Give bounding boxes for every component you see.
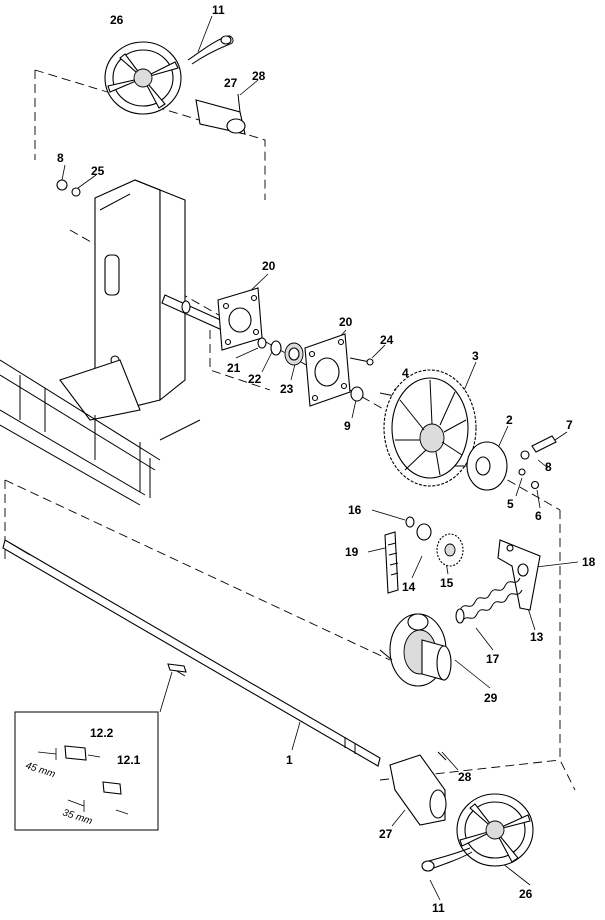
callout-27-bottom: 27 [379,827,393,841]
dimension-45mm: 45 mm [24,760,56,780]
star-bracket-top [104,41,182,115]
key-12-2 [64,745,87,761]
callout-20-a: 20 [262,259,276,273]
large-sprocket [383,369,477,487]
callout-27-top: 27 [224,76,238,90]
inset-frame [14,711,159,831]
washer-16 [405,516,415,528]
spring-pin-bottom [421,847,473,872]
callout-20-b: 20 [339,315,353,329]
washer-9 [350,386,364,402]
callout-8-left: 8 [57,151,64,165]
tube-top [195,93,246,135]
drive-shaft-1 [2,539,381,767]
callout-14: 14 [402,580,416,594]
callout-4: 4 [402,366,409,380]
callout-11-bottom: 11 [432,901,445,915]
hub-flange [455,441,508,491]
callout-24: 24 [380,333,394,347]
callout-5: 5 [507,497,514,511]
callout-9: 9 [344,419,351,433]
callout-16: 16 [348,503,362,517]
callout-29: 29 [484,691,498,705]
spring-pin-top [187,35,234,65]
callout-15: 15 [440,576,454,590]
callout-numbers: 26 11 27 28 8 25 20 20 24 21 22 23 3 4 9… [57,3,596,915]
circlip-18 [517,563,529,577]
callout-17: 17 [486,652,500,666]
callout-28-bottom: 28 [458,770,472,784]
idler-sprocket-15 [436,533,464,567]
key-12-1 [102,781,122,795]
callout-19: 19 [345,545,359,559]
callout-26-top: 26 [110,13,124,27]
washer-14 [416,523,432,541]
side-plate [59,179,186,421]
callout-26-bottom: 26 [519,887,533,901]
key-inset: 12.2 12.1 45 mm 35 mm [14,711,159,831]
drive-unit-29 [379,613,452,687]
callout-21: 21 [227,361,241,375]
washer-nut-left [56,179,81,197]
callout-3: 3 [472,349,479,363]
chain-guide-19 [384,531,399,594]
bearing-plate-2 [304,333,351,407]
callout-12-2: 12.2 [90,726,114,740]
bolt-7 [531,435,557,453]
spring-17 [455,577,523,624]
callout-7: 7 [566,418,573,432]
dimension-35mm: 35 mm [61,807,93,827]
callout-25: 25 [91,164,105,178]
callout-12-1: 12.1 [117,753,141,767]
star-bracket-bottom [456,793,534,867]
callout-6: 6 [535,509,542,523]
bolt-24 [349,357,374,366]
nuts-right [518,450,540,490]
tension-arm-13 [497,539,541,611]
leader-lines [61,15,579,901]
tube-bottom [389,751,447,826]
callout-28-top: 28 [252,69,266,83]
callout-23: 23 [280,382,294,396]
callout-18: 18 [582,555,596,569]
callout-11-top: 11 [212,3,225,17]
callout-1: 1 [286,753,293,767]
callout-13: 13 [530,630,544,644]
callout-22: 22 [248,372,262,386]
callout-8-right: 8 [545,460,552,474]
bearing-plate-1 [217,287,263,351]
callout-2: 2 [506,413,513,427]
chassis-rails [0,359,201,506]
bearing-parts [257,337,304,366]
